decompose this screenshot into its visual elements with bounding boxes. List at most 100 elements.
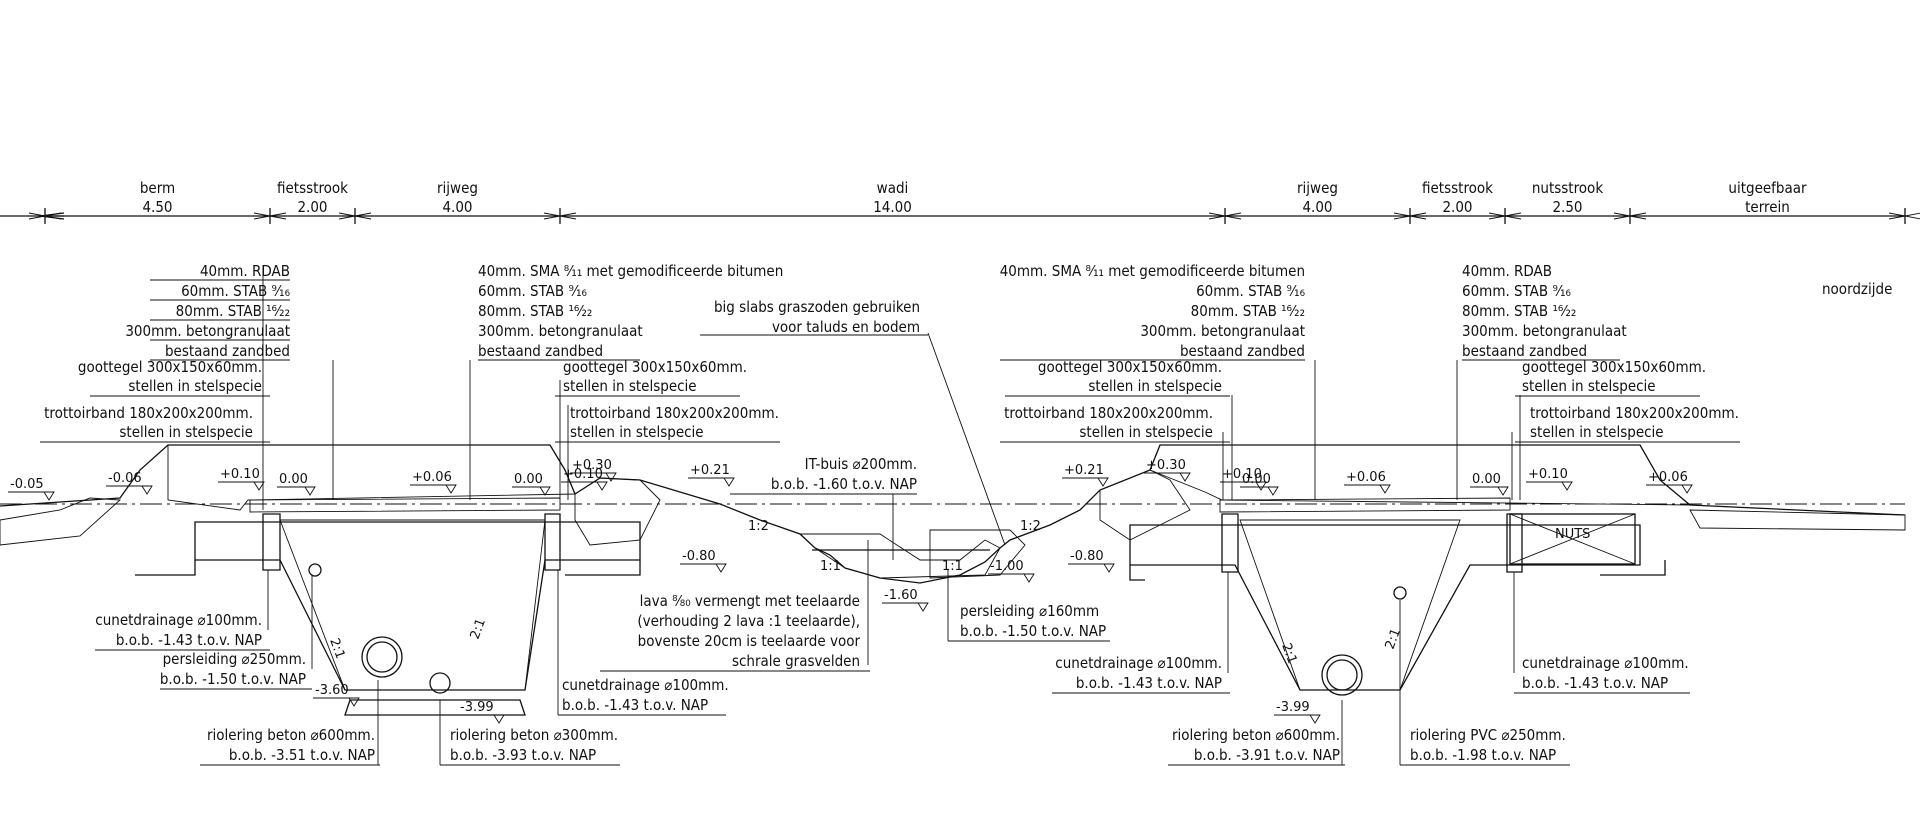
dimension-name: berm	[140, 179, 175, 197]
it-buis-label: IT-buis ⌀200mm.	[805, 455, 917, 473]
goottegel-right: goottegel 300x150x60mm.	[1038, 358, 1222, 376]
level-value: 0.00	[279, 472, 308, 487]
trottoirband-left: stellen in stelspecie	[119, 423, 253, 441]
lava-label: schrale grasvelden	[732, 652, 860, 670]
dimension-value: 14.00	[873, 198, 912, 216]
right-drain1-label: cunetdrainage ⌀100mm.	[1055, 654, 1222, 672]
level-marker: 0.00	[512, 472, 551, 496]
level-value: -1.00	[990, 559, 1024, 574]
lava-label: bovenste 20cm is teelaarde voor	[638, 632, 861, 650]
layers-right-road-text: 300mm. betongranulaat	[1140, 322, 1305, 340]
layers-left-road-text: 300mm. betongranulaat	[478, 322, 643, 340]
level-value: +0.10	[1528, 467, 1568, 482]
level-marker: +0.10	[1220, 467, 1267, 491]
layers-left-cycle-text: 40mm. RDAB	[200, 262, 290, 280]
left-drain-label: b.o.b. -1.43 t.o.v. NAP	[116, 631, 262, 649]
slope-label: 1:1	[942, 559, 963, 574]
slope-label: 1:1	[820, 559, 841, 574]
slope-label: 2:1	[326, 636, 347, 661]
dimension-name: fietsstrook	[1422, 179, 1493, 197]
left-riool300-label: b.o.b. -3.93 t.o.v. NAP	[450, 746, 596, 764]
layers-right-cycle-text: 40mm. RDAB	[1462, 262, 1552, 280]
layers-right-cycle-text: 300mm. betongranulaat	[1462, 322, 1627, 340]
persleiding-160-label: persleiding ⌀160mm	[960, 602, 1099, 620]
level-value: +0.30	[572, 458, 612, 473]
layers-left-road-text: 40mm. SMA ⁸⁄₁₁ met gemodificeerde bitume…	[478, 262, 783, 280]
layers-right-cycle-text: 80mm. STAB ¹⁶⁄₂₂	[1462, 302, 1576, 320]
right-riool600-label: b.o.b. -3.91 t.o.v. NAP	[1194, 746, 1340, 764]
level-value: -3.60	[315, 683, 349, 698]
level-value: +0.30	[1146, 458, 1186, 473]
dimension-value: 2.50	[1552, 198, 1582, 216]
level-marker: +0.10	[218, 467, 265, 491]
level-value: -3.99	[1276, 700, 1310, 715]
dimension-value: 4.00	[442, 198, 472, 216]
layers-left-cycle-text: bestaand zandbed	[165, 342, 290, 360]
layers-right-road-text: 40mm. SMA ⁸⁄₁₁ met gemodificeerde bitume…	[1000, 262, 1305, 280]
layers-left-road-text: bestaand zandbed	[478, 342, 603, 360]
level-marker: -3.99	[1274, 700, 1321, 724]
layers-right-road-text: 60mm. STAB ⁹⁄₁₆	[1196, 282, 1305, 300]
layers-left-road-text: 80mm. STAB ¹⁶⁄₂₂	[478, 302, 592, 320]
layers-right-road-text: bestaand zandbed	[1180, 342, 1305, 360]
layers-right-cycle-text: 60mm. STAB ⁹⁄₁₆	[1462, 282, 1571, 300]
right-drain1-label: b.o.b. -1.43 t.o.v. NAP	[1076, 674, 1222, 692]
level-value: -0.80	[1070, 549, 1104, 564]
trottoirband-left: trottoirband 180x200x200mm.	[44, 404, 253, 422]
level-value: +0.06	[1346, 470, 1386, 485]
dimension-name: wadi	[877, 179, 909, 197]
level-marker: -0.80	[1068, 549, 1115, 573]
side-label: noordzijde	[1822, 280, 1892, 298]
grass-note-text: voor taluds en bodem	[772, 318, 920, 336]
slope-label: 2:1	[1383, 627, 1404, 652]
level-marker: 0.00	[1470, 472, 1509, 496]
dimension-name: nutsstrook	[1532, 179, 1603, 197]
level-marker: -1.00	[988, 559, 1035, 583]
level-marker: +0.10	[561, 467, 608, 491]
goottegel-far-right: stellen in stelspecie	[1522, 377, 1656, 395]
left-riool600-label: riolering beton ⌀600mm.	[207, 726, 375, 744]
layers-right-cycle-text: bestaand zandbed	[1462, 342, 1587, 360]
level-marker: +0.21	[1062, 463, 1109, 487]
slope-label: 2:1	[468, 617, 489, 642]
trottoirband-right: stellen in stelspecie	[1079, 423, 1213, 441]
persleiding-160-label: b.o.b. -1.50 t.o.v. NAP	[960, 622, 1106, 640]
left-riool600-label: b.o.b. -3.51 t.o.v. NAP	[229, 746, 375, 764]
dimension-value: 2.00	[297, 198, 327, 216]
left-persleiding-label: persleiding ⌀250mm.	[163, 650, 306, 668]
goottegel-right: stellen in stelspecie	[1088, 377, 1222, 395]
trottoirband-far-right: trottoirband 180x200x200mm.	[1530, 404, 1739, 422]
grass-note-text: big slabs graszoden gebruiken	[714, 298, 920, 316]
slope-label: 2:1	[1278, 641, 1299, 666]
slope-label: 1:2	[1020, 519, 1041, 534]
level-marker: -3.60	[313, 683, 360, 707]
wadi-bottom	[798, 529, 1026, 579]
nuts-label: NUTS	[1555, 527, 1590, 542]
level-marker: +0.06	[1344, 470, 1391, 494]
right-riool600-label: riolering beton ⌀600mm.	[1172, 726, 1340, 744]
level-marker: +0.10	[1526, 467, 1573, 491]
level-marker: +0.06	[1646, 470, 1693, 494]
mid-drain-label: cunetdrainage ⌀100mm.	[562, 676, 729, 694]
level-value: -0.80	[682, 549, 716, 564]
dimension-name: uitgeefbaar	[1728, 179, 1807, 197]
layers-right-road-text: 80mm. STAB ¹⁶⁄₂₂	[1191, 302, 1305, 320]
level-value: 0.00	[514, 472, 543, 487]
lava-label: lava ⁸⁄₈₀ vermengt met teelaarde	[640, 592, 860, 610]
level-marker: -0.80	[680, 549, 727, 573]
level-value: -0.05	[10, 477, 44, 492]
goottegel-mid: stellen in stelspecie	[563, 377, 697, 395]
level-marker: +0.21	[688, 463, 735, 487]
right-pvc-label: riolering PVC ⌀250mm.	[1410, 726, 1566, 744]
level-value: 0.00	[1472, 472, 1501, 487]
level-marker: -0.05	[8, 477, 55, 501]
level-value: +0.10	[1222, 467, 1262, 482]
level-marker: -3.99	[458, 700, 505, 724]
dimension-name: rijweg	[1297, 179, 1338, 197]
level-value: +0.10	[563, 467, 603, 482]
dimension-value: terrein	[1745, 198, 1790, 216]
level-marker: 0.00	[1240, 472, 1279, 496]
level-value: +0.21	[690, 463, 730, 478]
level-marker: +0.30	[570, 458, 617, 482]
